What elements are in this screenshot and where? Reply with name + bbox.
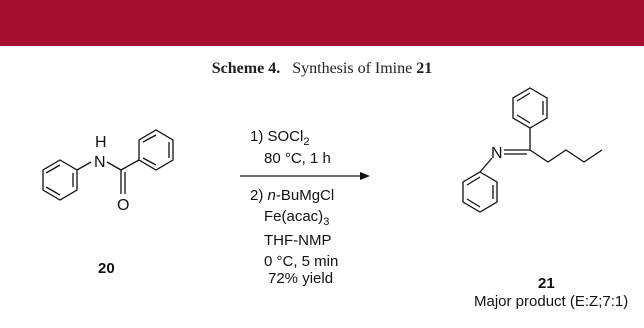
- atom-h-label: H: [95, 134, 107, 151]
- scheme-title: Synthesis of Imine: [292, 60, 417, 77]
- reaction-yield: 72% yield: [268, 270, 334, 287]
- reagent-step1: 1) SOCl2: [250, 128, 310, 148]
- reactant-bond-c-ring: [120, 159, 140, 171]
- reactant-bond-n-c: [106, 161, 122, 171]
- reagent-conditions: 0 °C, 5 min: [264, 253, 339, 270]
- product-note: Major product (E:Z;7:1): [474, 293, 629, 310]
- compound-label-21: 21: [538, 275, 555, 292]
- atom-n-imine-label: N: [491, 145, 503, 162]
- reagent-step1-conditions: 80 °C, 1 h: [264, 150, 331, 167]
- product-phenyl-ring-bottom: [462, 171, 498, 213]
- product-bond-n-ring: [479, 157, 493, 173]
- product-phenyl-ring-top: [512, 87, 548, 129]
- reactant-phenyl-ring-b: [138, 129, 174, 171]
- header-band: [0, 0, 644, 46]
- product-butyl-chain: [529, 149, 603, 163]
- reagent-catalyst: Fe(acac)3: [264, 208, 330, 228]
- atom-o-label: O: [117, 197, 129, 214]
- compound-label-20: 20: [98, 260, 115, 277]
- scheme-label: Scheme 4.: [211, 60, 281, 77]
- reagent-solvent: THF-NMP: [264, 232, 332, 249]
- reaction-arrow-head: [360, 172, 370, 180]
- reactant-bond-ring-n: [76, 161, 92, 171]
- reagent-step2: 2) n-BuMgCl: [250, 187, 335, 204]
- reactant-phenyl-ring-a: [42, 159, 78, 201]
- scheme-number: 21: [416, 60, 433, 77]
- scheme-caption: Scheme 4. Synthesis of Imine 21: [0, 60, 644, 78]
- atom-n-amide-label: N: [94, 154, 106, 171]
